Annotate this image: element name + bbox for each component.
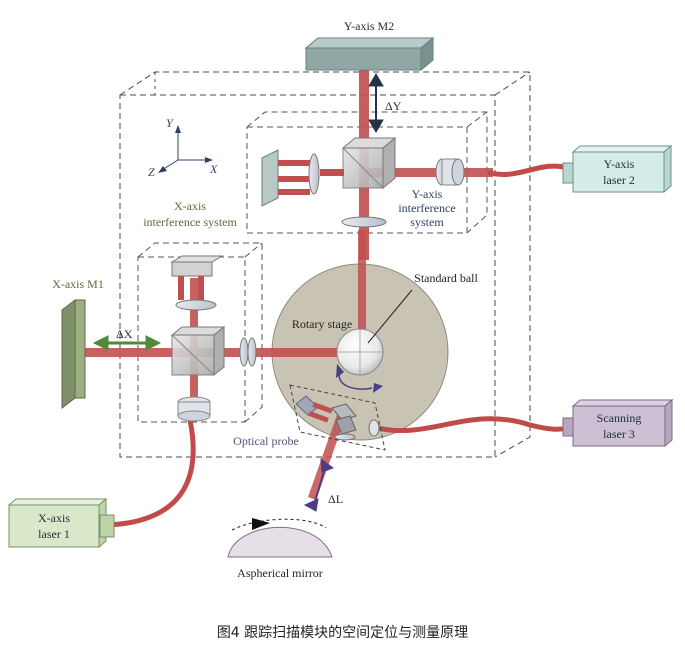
x-interference-label-2: interference system	[143, 215, 237, 229]
y-mirror-m2	[304, 36, 435, 72]
y-collimator	[435, 158, 465, 186]
axis-z-label: Z	[148, 165, 155, 179]
tracking-scan-diagram: Y-axis M2 ΔY Y X Z Y-axis laser 2 X-axis…	[7, 19, 674, 580]
optical-probe-label: Optical probe	[233, 434, 299, 448]
y-laser-2	[562, 144, 673, 194]
x-lens-right	[239, 337, 249, 367]
y-interference-label-2: interference	[398, 201, 455, 215]
x-laser-label-1: X-axis	[38, 511, 70, 525]
y-reference-mirror	[261, 149, 344, 207]
scanning-laser-3	[562, 398, 674, 448]
x-laser-1	[7, 497, 115, 549]
figure-caption: 图4 跟踪扫描模块的空间定位与测量原理	[216, 625, 469, 641]
delta-x-arrow	[92, 335, 162, 351]
optical-fibers	[107, 163, 571, 528]
coordinate-axes	[158, 125, 213, 173]
x-interference-label-1: X-axis	[174, 199, 206, 213]
optical-probe	[289, 384, 386, 451]
y-interference-label-1: Y-axis	[412, 187, 443, 201]
scanning-laser-label-1: Scanning	[597, 411, 642, 425]
axis-y-label: Y	[166, 116, 174, 130]
aspherical-mirror-label: Aspherical mirror	[237, 566, 323, 580]
y-mirror-label: Y-axis M2	[344, 19, 394, 33]
x-collimator	[177, 396, 211, 422]
scanning-laser-label-2: laser 3	[603, 427, 635, 441]
y-laser-label-1: Y-axis	[604, 157, 635, 171]
standard-ball-label: Standard ball	[414, 271, 478, 285]
delta-l-label: ΔL	[328, 492, 343, 506]
x-beam-splitter	[170, 325, 226, 377]
rotation-arrow	[336, 364, 383, 393]
rotary-stage-label: Rotary stage	[292, 317, 352, 331]
x-lens-right-2	[247, 337, 257, 367]
x-reference-mirror	[170, 255, 224, 311]
x-mirror-m1	[61, 298, 86, 410]
y-interference-frame	[246, 111, 488, 234]
y-laser-label-2: laser 2	[603, 173, 635, 187]
y-lens	[341, 216, 387, 228]
delta-x-label: ΔX	[116, 327, 133, 341]
y-interference-label-3: system	[410, 215, 444, 229]
standard-ball-leader	[367, 289, 413, 344]
x-laser-label-2: laser 1	[38, 527, 70, 541]
axis-x-label: X	[209, 162, 218, 176]
delta-y-arrow	[368, 73, 384, 133]
y-beam-splitter	[341, 136, 397, 190]
outer-frame	[119, 71, 531, 458]
x-mirror-label: X-axis M1	[52, 277, 104, 291]
delta-l-arrow	[303, 457, 335, 512]
aspherical-mirror	[227, 518, 333, 558]
delta-y-label: ΔY	[385, 99, 402, 113]
